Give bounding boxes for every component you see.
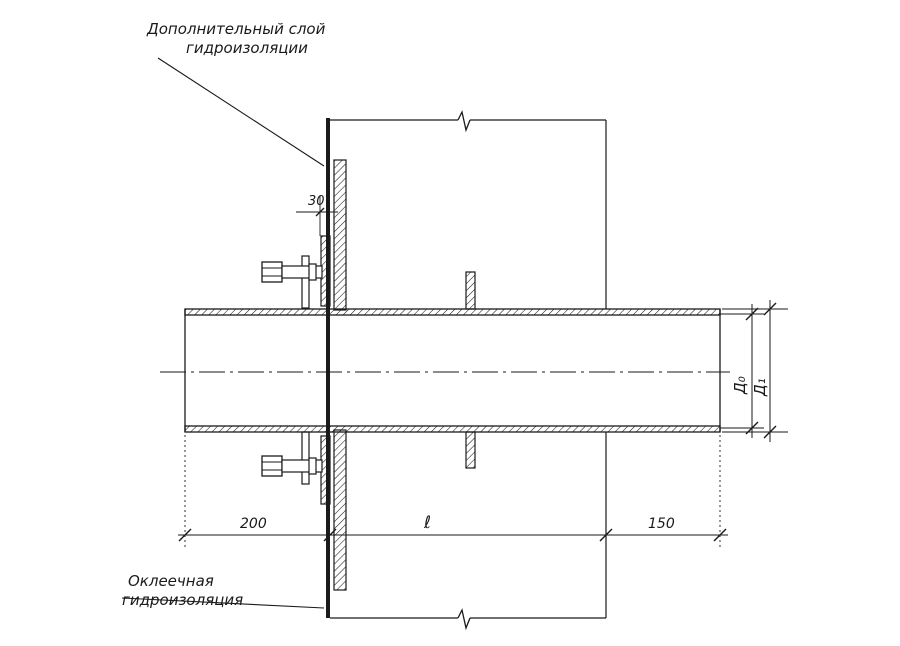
extra-layer-label: Дополнительный слой <box>146 20 326 38</box>
length-dim: ℓ <box>423 513 431 533</box>
extra-layer-label-2: гидроизоляции <box>186 39 308 57</box>
left-extension-dim: 200 <box>240 516 267 532</box>
wall <box>330 110 607 631</box>
inner-diameter-label: Д₀ <box>731 376 749 395</box>
pipe <box>184 308 721 433</box>
glued-label-2: гидроизоляция <box>122 591 243 609</box>
glued-label: Оклеечная <box>128 572 214 590</box>
right-extension-dim: 150 <box>648 516 675 532</box>
extra-layer-leader <box>157 57 325 167</box>
bolt-bottom <box>261 455 323 477</box>
diameter-dimensions <box>720 300 788 442</box>
clamp-flange <box>301 235 331 505</box>
waterproofing-layer <box>326 118 330 618</box>
length-dimension-line <box>178 435 728 548</box>
gap-dim: 30 <box>308 194 325 209</box>
outer-diameter-label: Д₁ <box>751 378 769 397</box>
additional-plate <box>333 159 347 591</box>
bolt-top <box>261 261 323 283</box>
gap-dimension <box>296 196 338 236</box>
glued-leader <box>121 597 325 609</box>
water-stop-ring <box>465 271 476 469</box>
